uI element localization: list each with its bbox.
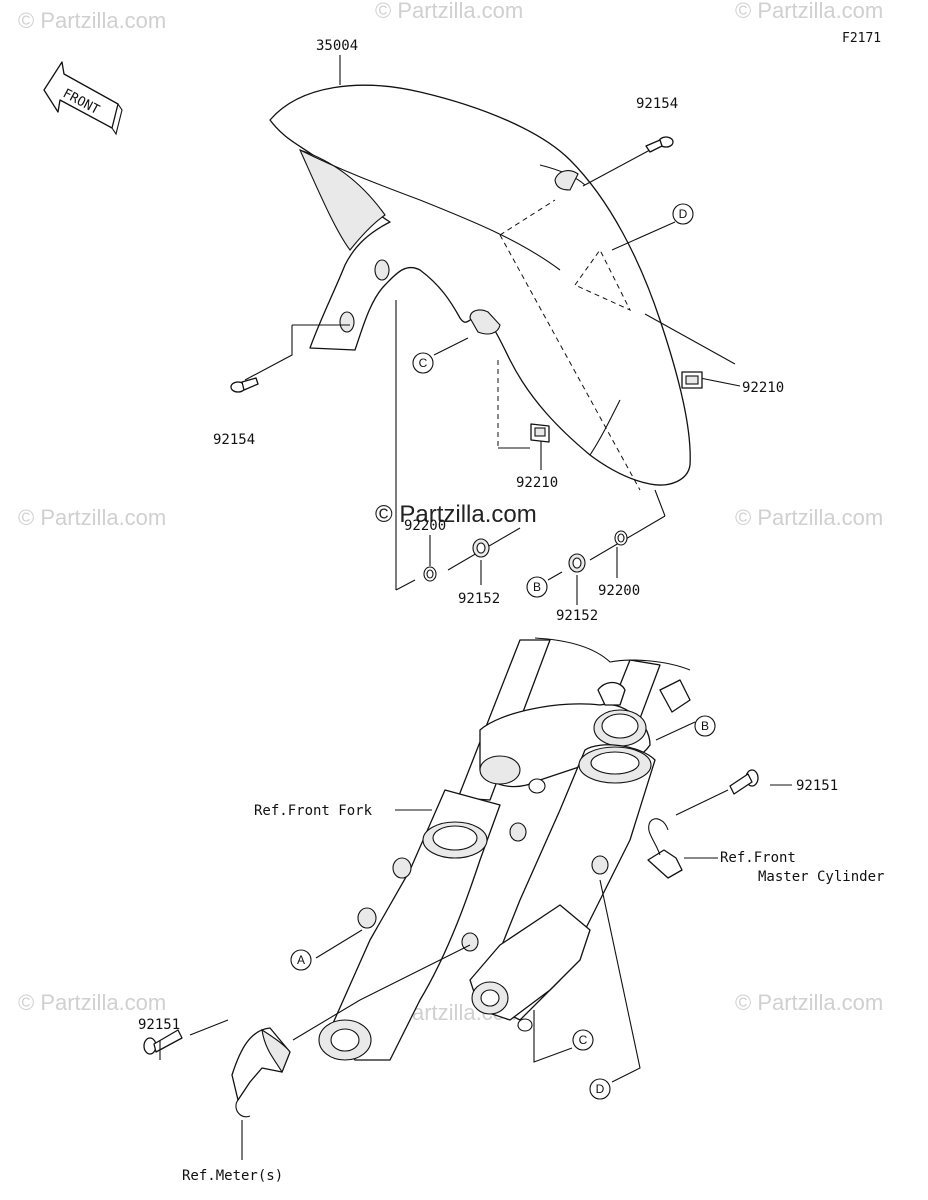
bolt-92151-left [143, 1029, 183, 1055]
watermark-mid-right: © Partzilla.com [735, 505, 883, 530]
callout-d-fork: D [589, 1078, 611, 1100]
label-ref-meter: Ref.Meter(s) [182, 1168, 283, 1184]
master-cylinder-bracket [647, 818, 683, 879]
svg-text:C: C [579, 1033, 588, 1047]
nut-92210-center [530, 423, 550, 443]
svg-text:B: B [701, 719, 709, 733]
collar-92152-right [568, 553, 586, 573]
label-92200-left: 92200 [404, 518, 446, 534]
watermark-center: © Partzilla.com [375, 501, 537, 528]
label-ref-front-fork: Ref.Front Fork [254, 803, 373, 819]
label-92152-right: 92152 [556, 608, 598, 624]
washer-92200-left [423, 566, 437, 582]
label-92154-left: 92154 [213, 432, 255, 448]
callout-b-top: B [526, 576, 548, 598]
label-master-cylinder: Master Cylinder [758, 869, 884, 885]
front-fork-assembly [318, 637, 691, 1061]
diagram-code: F2171 [842, 31, 881, 46]
watermark-low-right: © Partzilla.com [735, 990, 883, 1015]
label-92200-right: 92200 [598, 583, 640, 599]
watermark-mid-left: © Partzilla.com [18, 505, 166, 530]
svg-text:B: B [533, 580, 541, 594]
bolt-92154-top [645, 136, 674, 153]
label-92152-left: 92152 [458, 591, 500, 607]
callout-b-fork: B [694, 715, 716, 737]
collar-92152-left [472, 538, 490, 558]
svg-text:C: C [419, 356, 428, 370]
svg-text:A: A [297, 953, 305, 967]
watermark-low-left: © Partzilla.com [18, 990, 166, 1015]
label-92151-left: 92151 [138, 1017, 180, 1033]
label-92210-right: 92210 [742, 380, 784, 396]
meter-bracket [231, 1027, 291, 1118]
front-fender [269, 84, 691, 486]
nut-92210-right [681, 371, 703, 389]
callout-c-top: C [412, 352, 434, 374]
watermark-top-center: © Partzilla.com [375, 0, 523, 23]
callout-c-fork: C [572, 1029, 594, 1051]
label-92151-right: 92151 [796, 778, 838, 794]
bolt-92151-right [729, 769, 759, 795]
label-92154-top: 92154 [636, 96, 678, 112]
front-arrow-icon: FRONT [43, 61, 123, 136]
svg-text:D: D [596, 1082, 605, 1096]
label-ref-front: Ref.Front [720, 850, 796, 866]
watermark-top-left: © Partzilla.com [18, 8, 166, 33]
watermark-top-right: © Partzilla.com [735, 0, 883, 23]
label-35004: 35004 [316, 38, 358, 54]
callout-d-top: D [672, 203, 694, 225]
callout-a-fork: A [290, 949, 312, 971]
washer-92200-right [614, 530, 628, 546]
svg-text:D: D [679, 207, 688, 221]
label-92210-center: 92210 [516, 475, 558, 491]
bolt-92154-left [230, 377, 259, 393]
